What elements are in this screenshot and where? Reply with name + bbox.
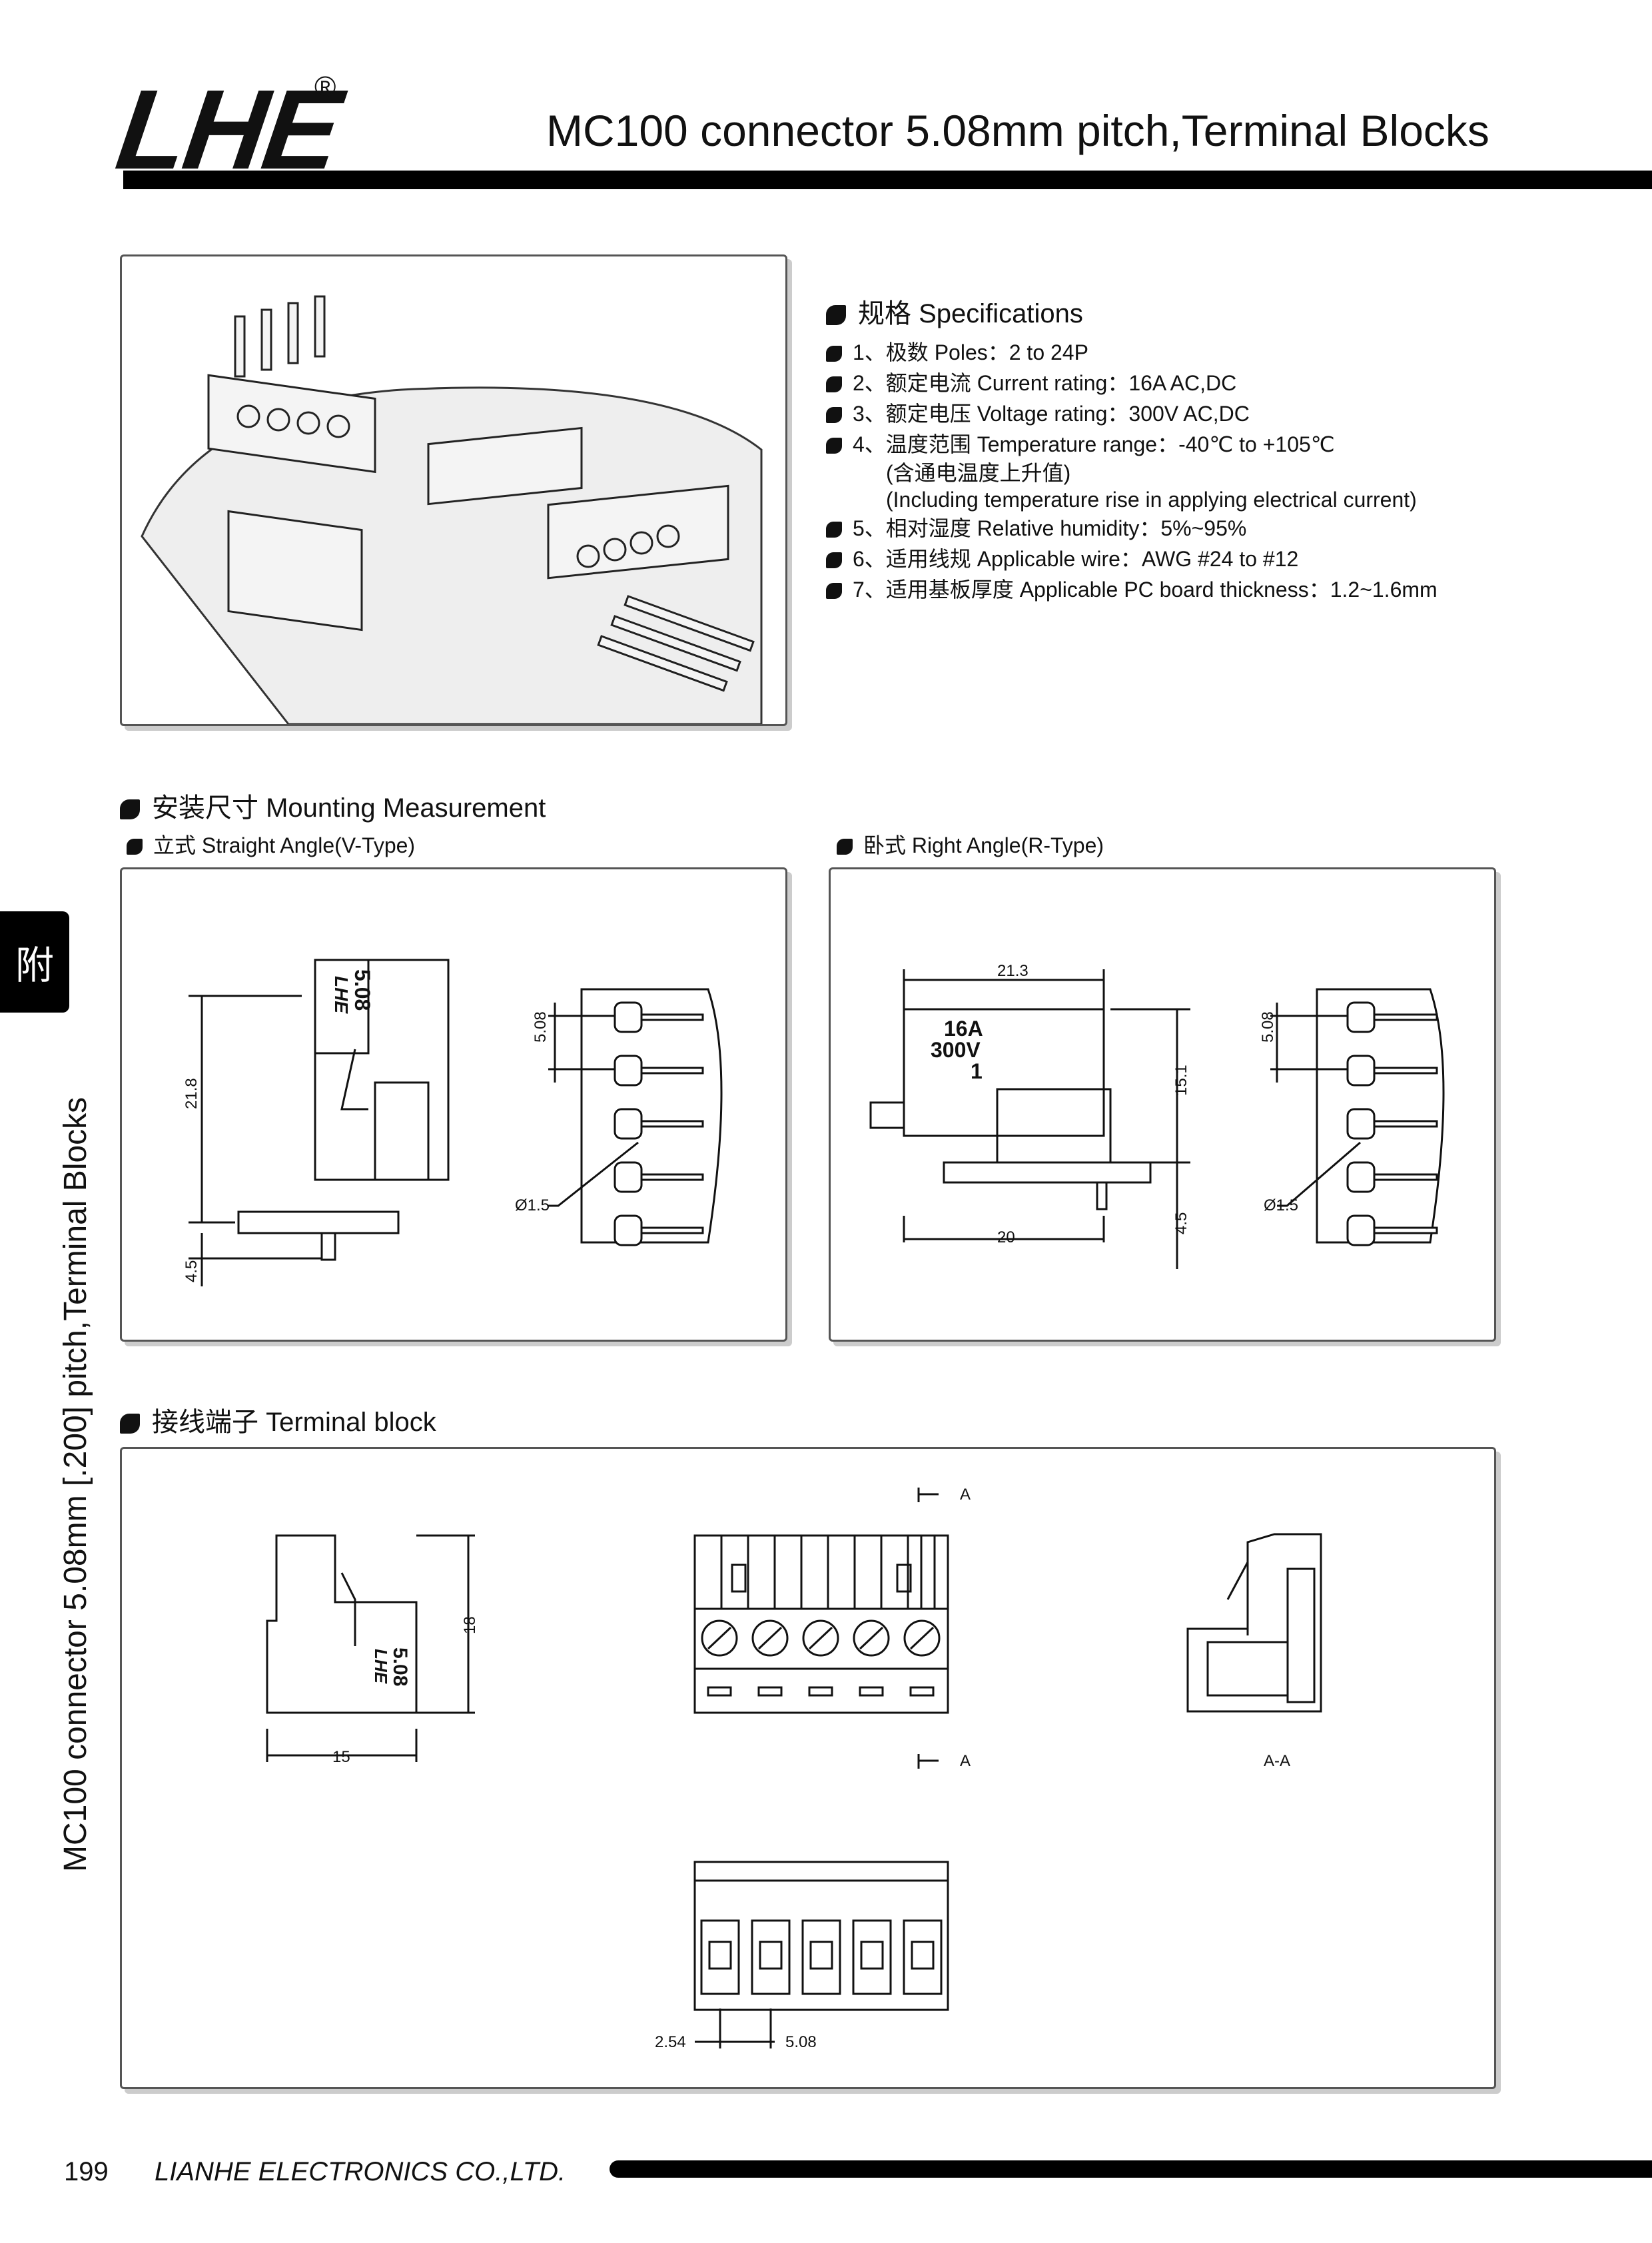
- specifications-heading: 规格 Specifications: [826, 292, 1639, 330]
- footer-rule: [610, 2160, 1652, 2178]
- spec-item: 4、温度范围 Temperature range：-40℃ to +105℃: [826, 429, 1639, 460]
- right-marking-number: 1: [971, 1059, 983, 1083]
- right-pin-dimension: 4.5: [1172, 1212, 1190, 1234]
- header-rule: [123, 171, 1652, 189]
- straight-marking-logo: LHE: [331, 976, 352, 1014]
- leaf-bullet-icon: [826, 305, 846, 325]
- leaf-bullet-icon: [826, 583, 842, 599]
- terminal-block-heading: 接线端子 Terminal block: [120, 1400, 436, 1439]
- leaf-bullet-icon: [826, 438, 842, 454]
- page-number: 199: [64, 2157, 109, 2186]
- leaf-bullet-icon: [837, 839, 853, 855]
- straight-marking-pitch: 5.08: [350, 969, 374, 1011]
- right-height-dimension: 15.1: [1172, 1065, 1190, 1096]
- specifications: 规格 Specifications 1、极数 Poles：2 to 24P 2、…: [826, 292, 1639, 605]
- terminal-marking-logo: LHE: [371, 1649, 391, 1684]
- terminal-block-drawing: 18 15 A A A-A 2.54 5.08 5.08 LHE: [266, 1486, 1322, 2051]
- product-illustration: [141, 295, 763, 725]
- straight-angle-drawing: 21.8 4.5 5.08 Ø1.5 5.08 LHE: [183, 959, 723, 1286]
- terminal-pitch-dimension: 5.08: [785, 2033, 817, 2051]
- right-base-dimension: 20: [997, 1228, 1015, 1246]
- page-title: MC100 connector 5.08mm pitch,Terminal Bl…: [546, 106, 1489, 155]
- leaf-bullet-icon: [826, 552, 842, 568]
- right-marking-voltage: 300V: [931, 1038, 981, 1062]
- terminal-block-drawing-box: 18 15 A A A-A 2.54 5.08 5.08 LHE: [120, 1447, 1496, 2089]
- spec-item: 7、适用基板厚度 Applicable PC board thickness：1…: [826, 574, 1639, 605]
- right-pitch-dimension: 5.08: [1259, 1011, 1277, 1043]
- leaf-bullet-icon: [127, 839, 143, 855]
- straight-hole-dimension: Ø1.5: [515, 1196, 550, 1214]
- straight-pitch-dimension: 5.08: [532, 1011, 550, 1043]
- spec-item: 6、适用线规 Applicable wire：AWG #24 to #12: [826, 544, 1639, 574]
- right-width-dimension: 21.3: [997, 962, 1029, 980]
- right-hole-dimension: Ø1.5: [1264, 1196, 1298, 1214]
- appendix-tab: 附: [0, 911, 69, 1013]
- leaf-bullet-icon: [826, 346, 842, 362]
- spec-item: 5、相对湿度 Relative humidity：5%~95%: [826, 513, 1639, 544]
- registered-mark: ®: [314, 71, 336, 103]
- right-angle-label: 卧式 Right Angle(R-Type): [837, 829, 1104, 859]
- leaf-bullet-icon: [826, 376, 842, 392]
- terminal-marking-pitch: 5.08: [389, 1647, 411, 1686]
- spec-note: (含通电温度上升值): [886, 461, 1071, 485]
- section-mark-top: A: [960, 1486, 971, 1504]
- straight-pin-dimension: 4.5: [183, 1260, 201, 1282]
- straight-height-dimension: 21.8: [183, 1078, 201, 1109]
- company-name: LIANHE ELECTRONICS CO.,LTD.: [155, 2157, 566, 2186]
- side-title: MC100 connector 5.08mm [.200] pitch,Term…: [58, 1097, 93, 1872]
- terminal-offset-dimension: 2.54: [655, 2033, 686, 2051]
- terminal-height-dimension: 18: [461, 1616, 479, 1634]
- terminal-width-dimension: 15: [332, 1748, 350, 1766]
- mounting-heading: 安装尺寸 Mounting Measurement: [120, 786, 546, 825]
- brand-logo: LHE: [109, 67, 346, 193]
- section-mark-bottom: A: [960, 1752, 971, 1770]
- spec-item: 2、额定电流 Current rating：16A AC,DC: [826, 368, 1639, 398]
- leaf-bullet-icon: [120, 799, 140, 819]
- right-angle-drawing-box: 21.3 15.1 20 4.5 5.08 Ø1.5 16A 300V 1: [829, 867, 1496, 1342]
- product-illustration-box: [120, 254, 787, 726]
- leaf-bullet-icon: [826, 522, 842, 538]
- section-view-label: A-A: [1264, 1752, 1290, 1770]
- right-marking-current: 16A: [944, 1017, 983, 1041]
- spec-note: (Including temperature rise in applying …: [886, 488, 1417, 512]
- leaf-bullet-icon: [826, 407, 842, 423]
- spec-item: 1、极数 Poles：2 to 24P: [826, 337, 1639, 368]
- straight-angle-label: 立式 Straight Angle(V-Type): [127, 829, 415, 859]
- straight-angle-drawing-box: 21.8 4.5 5.08 Ø1.5 5.08 LHE: [120, 867, 787, 1342]
- spec-item: 3、额定电压 Voltage rating：300V AC,DC: [826, 398, 1639, 429]
- right-angle-drawing: 21.3 15.1 20 4.5 5.08 Ø1.5 16A 300V 1: [869, 962, 1445, 1269]
- leaf-bullet-icon: [120, 1414, 140, 1434]
